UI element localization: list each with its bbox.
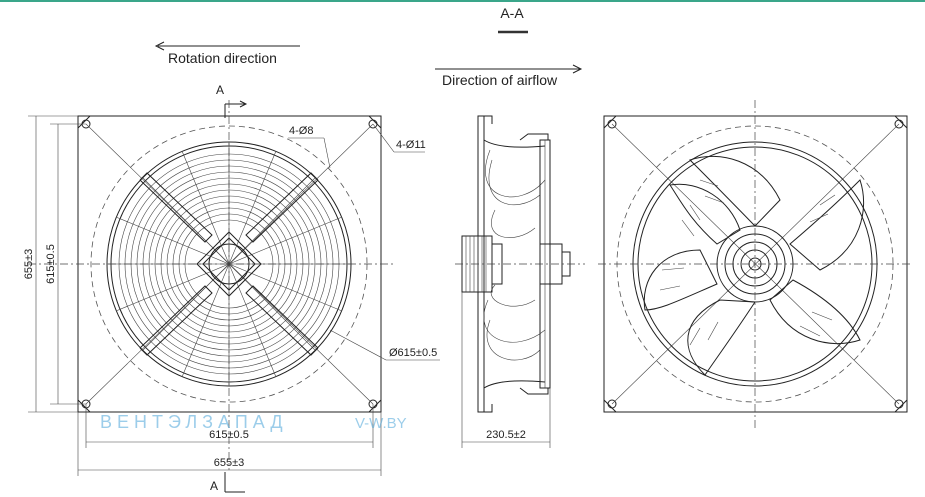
airflow-label: Direction of airflow [442, 72, 558, 88]
dim-hole-small: 4-Ø8 [289, 125, 313, 137]
section-marker-bottom: A [210, 479, 218, 493]
airflow-arrow-head [572, 64, 583, 74]
rear-view [598, 100, 913, 430]
dim-depth: 230.5±2 [486, 429, 526, 441]
dim-height-outer: 655±3 [23, 249, 35, 280]
watermark-site: V-W.BY [355, 415, 407, 432]
section-marker-top: A [216, 83, 224, 97]
watermark-brand: ВЕНТЭЛЗАПАД [100, 412, 288, 432]
dim-diameter: Ø615±0.5 [389, 347, 437, 359]
dim-hole-large: 4-Ø11 [396, 139, 426, 151]
top-accent-bar [0, 0, 925, 2]
rotation-label: Rotation direction [168, 50, 277, 66]
section-title: A-A [500, 5, 524, 21]
dim-width-outer: 655±3 [214, 457, 245, 469]
dim-width-inner: 615±0.5 [209, 429, 249, 441]
dim-height-inner: 615±0.5 [45, 244, 57, 284]
side-section-view: 230.5±2 [455, 115, 585, 448]
rotation-arrow-head [154, 41, 165, 51]
front-view: A A [23, 83, 440, 493]
